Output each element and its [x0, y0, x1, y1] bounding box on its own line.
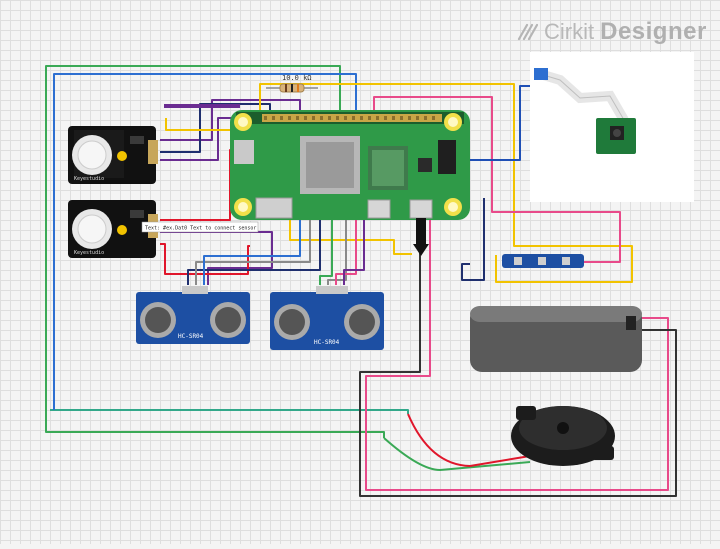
resistor-icon[interactable] [266, 83, 318, 93]
wire-us2-c[interactable] [335, 218, 357, 285]
ultrasonic-sensor-1[interactable]: HC-SR04 [136, 286, 250, 344]
power-bank[interactable] [470, 306, 642, 372]
wire-pir1-sig[interactable] [160, 117, 234, 161]
svg-text:HC-SR04: HC-SR04 [178, 333, 204, 340]
wire-yellow-1[interactable] [165, 118, 234, 131]
brand-name-bold: Designer [600, 18, 707, 45]
brand-logo: Cirkit Designer [516, 18, 707, 46]
wire-pink-2[interactable] [365, 218, 669, 491]
piezo-buzzer[interactable] [511, 406, 615, 466]
ultrasonic-sensor-2[interactable]: HC-SR04 [270, 286, 384, 350]
wire-navy-2[interactable] [461, 198, 485, 281]
camera-module[interactable] [530, 52, 694, 202]
wire-us1-c[interactable] [203, 218, 301, 285]
svg-text:HC-SR04: HC-SR04 [314, 339, 340, 346]
resistor-value-label: 10.0 kΩ [282, 74, 312, 82]
wire-pir2-purple[interactable] [160, 231, 273, 285]
wire-pink-1[interactable] [373, 96, 621, 263]
wire-yellow-3[interactable] [289, 220, 412, 255]
wire-us1-b[interactable] [195, 220, 311, 285]
wire-buzzer-green[interactable] [383, 437, 531, 471]
annotation-note[interactable]: Text: #ex.Dat0 Text to connect sensor [141, 221, 259, 233]
raspberry-pi-zero-board[interactable] [230, 110, 470, 256]
wire-purple-1[interactable] [160, 99, 301, 141]
svg-text:Keyestudio: Keyestudio [74, 250, 104, 256]
wire-us2-a[interactable] [319, 218, 333, 285]
wire-us2-d[interactable] [343, 218, 365, 285]
pir-sensor-1[interactable]: Keyestudio [68, 126, 158, 184]
wire-us1-a[interactable] [187, 220, 321, 285]
wire-red-2[interactable] [160, 243, 250, 275]
wire-blue-left[interactable] [53, 73, 357, 410]
wire-buzzer-red[interactable] [407, 413, 531, 467]
svg-text:Text: #ex.Dat0 Text to connect: Text: #ex.Dat0 Text to connect sensor [145, 226, 256, 232]
wire-teal[interactable] [50, 409, 409, 414]
wire-black-power[interactable] [359, 218, 677, 497]
pushbutton-strip[interactable] [502, 254, 584, 268]
brand-name-light: Cirkit [544, 19, 595, 44]
cirkit-logo-icon [517, 23, 538, 41]
svg-text:Keyestudio: Keyestudio [74, 176, 104, 182]
